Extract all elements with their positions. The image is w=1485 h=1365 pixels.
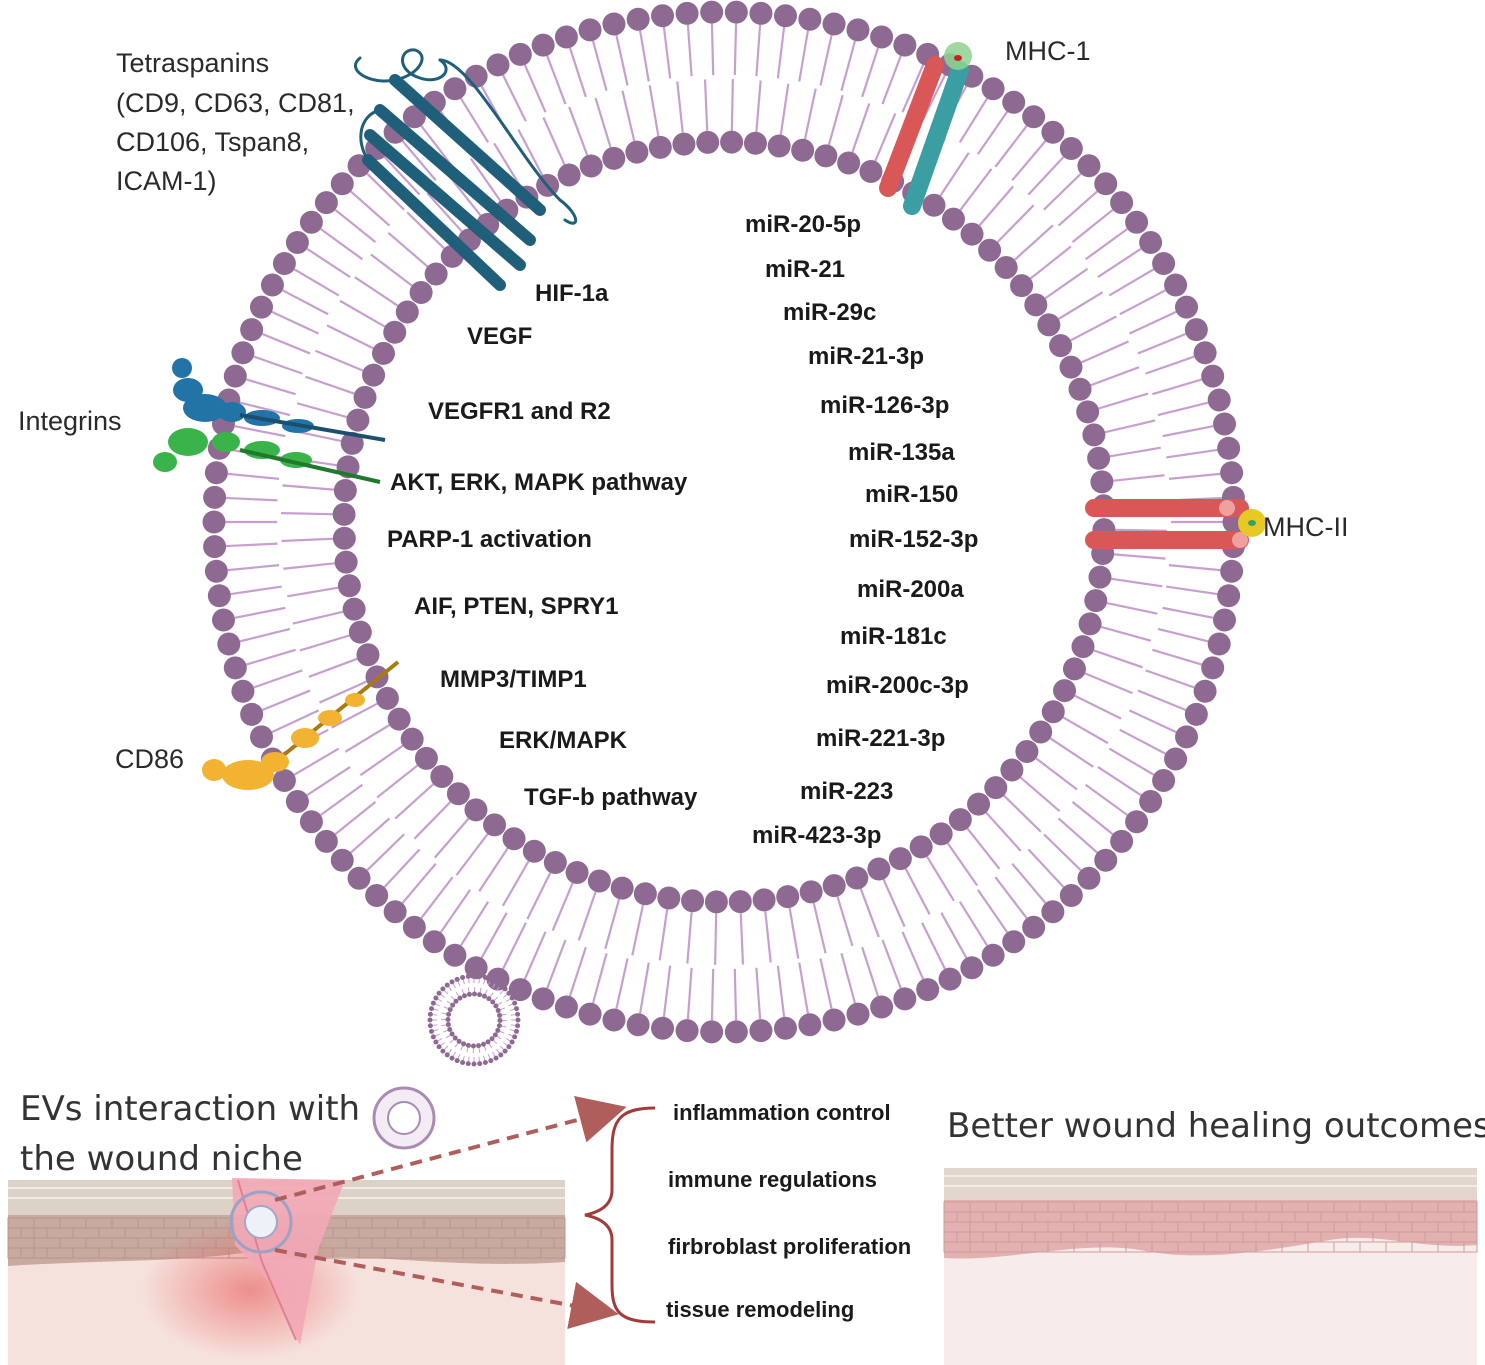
cargo-item: HIF-1a <box>535 280 609 307</box>
tetraspanin-protein <box>354 48 578 291</box>
cargo-item: AIF, PTEN, SPRY1 <box>414 593 619 620</box>
protein-cargo-list: HIF-1a VEGF VEGFR1 and R2 AKT, ERK, MAPK… <box>387 280 698 811</box>
outcome-item: firbroblast proliferation <box>668 1234 911 1259</box>
mirna-item: miR-150 <box>865 481 958 508</box>
healed-panel-title: Better wound healing outcomes <box>947 1106 1485 1146</box>
mirna-item: miR-21 <box>765 256 845 283</box>
mirna-item: miR-223 <box>800 778 893 805</box>
mirna-item: miR-181c <box>840 623 947 650</box>
outcome-item: inflammation control <box>673 1100 891 1125</box>
small-vesicle-icon <box>427 973 521 1067</box>
tetraspanins-label: Tetraspanins (CD9, CD63, CD81, CD106, Ts… <box>116 48 355 196</box>
cargo-item: VEGF <box>467 323 532 350</box>
cargo-item: TGF-b pathway <box>524 784 698 811</box>
mhc2-protein <box>1085 499 1266 549</box>
outcome-item: tissue remodeling <box>666 1297 854 1322</box>
cargo-item: ERK/MAPK <box>499 727 628 754</box>
outcomes-list: inflammation control immune regulations … <box>666 1100 911 1322</box>
healed-skin-panel <box>943 1168 1478 1365</box>
wound-panel-title-line1: EVs interaction with <box>20 1089 360 1129</box>
mhc2-label: MHC-II <box>1263 512 1348 542</box>
cargo-item: AKT, ERK, MAPK pathway <box>390 469 688 496</box>
integrin-beta <box>153 428 381 484</box>
wound-niche-panel <box>7 1178 566 1365</box>
svg-text:ICAM-1): ICAM-1) <box>116 166 217 196</box>
epidermal-cells <box>943 1201 1478 1253</box>
mirna-item: miR-126-3p <box>820 392 949 419</box>
mhc1-protein <box>879 42 972 215</box>
mirna-item: miR-152-3p <box>849 526 978 553</box>
cargo-item: MMP3/TIMP1 <box>440 666 587 693</box>
integrin-alpha <box>172 358 386 442</box>
mirna-item: miR-200c-3p <box>826 672 969 699</box>
cd86-protein <box>202 660 400 790</box>
wound-panel-title-line2: the wound niche <box>20 1139 303 1179</box>
mirna-item: miR-221-3p <box>816 725 945 752</box>
cargo-item: VEGFR1 and R2 <box>428 398 611 425</box>
mirna-item: miR-29c <box>783 299 876 326</box>
floating-ev-icon <box>372 1086 436 1150</box>
svg-text:Tetraspanins: Tetraspanins <box>116 48 269 78</box>
mirna-item: miR-20-5p <box>745 211 861 238</box>
mirna-cargo-list: miR-20-5p miR-21 miR-29c miR-21-3p miR-1… <box>745 211 978 849</box>
integrins-label: Integrins <box>18 406 122 436</box>
mirna-item: miR-200a <box>857 576 964 603</box>
outcome-item: immune regulations <box>668 1167 877 1192</box>
svg-text:CD106, Tspan8,: CD106, Tspan8, <box>116 127 309 157</box>
vesicle-lipid-bilayer <box>202 0 1246 1044</box>
mirna-item: miR-21-3p <box>808 343 924 370</box>
arrow-to-outcomes-bottom <box>274 1248 619 1329</box>
cd86-label: CD86 <box>115 744 184 774</box>
mirna-item: miR-135a <box>848 439 955 466</box>
cargo-item: PARP-1 activation <box>387 526 592 553</box>
svg-text:(CD9, CD63, CD81,: (CD9, CD63, CD81, <box>116 88 355 118</box>
mirna-item: miR-423-3p <box>752 822 881 849</box>
mhc1-label: MHC-1 <box>1005 36 1091 66</box>
outcomes-brace <box>584 1106 656 1324</box>
